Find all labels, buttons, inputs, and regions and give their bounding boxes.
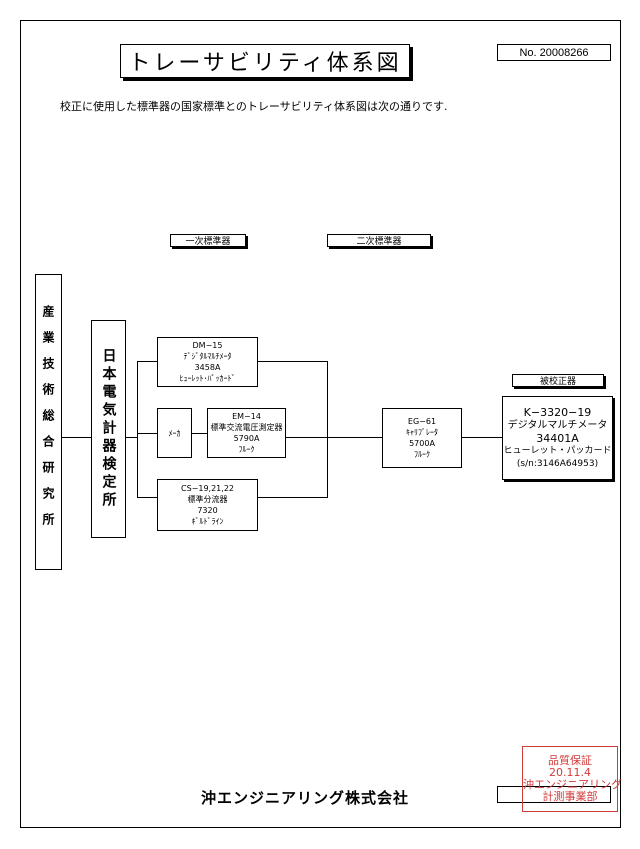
connector-to-maker [137, 433, 157, 434]
stamp-line-4: 計測事業部 [542, 790, 598, 803]
node-em14: EM−14 標準交流電圧測定器 5790A ﾌﾙｰｸ [207, 408, 286, 458]
dm15-model: 3458A [194, 363, 221, 372]
node-maker: ﾒｰｶ [157, 408, 192, 458]
node-target-device: K−3320−19 デジタルマルチメータ 34401A ヒューレット・パッカード… [502, 396, 613, 480]
eg61-maker: ﾌﾙｰｸ [414, 450, 430, 459]
connector-aist-jemic [62, 437, 91, 438]
primary-standard-header: 一次標準器 [170, 234, 246, 247]
connector-secondary-trunk [327, 361, 328, 498]
cs19-model: 7320 [197, 506, 218, 515]
dm15-id: DM−15 [192, 341, 223, 350]
stamp-line-1: 品質保証 [548, 754, 592, 767]
eg61-type: ｷｬﾘﾌﾞﾚｰﾀ [406, 428, 438, 437]
node-aist: 産業技術総合研究所 [35, 274, 62, 570]
cs19-id: CS−19,21,22 [181, 484, 234, 493]
connector-dm15-right [258, 361, 328, 362]
em14-id: EM−14 [232, 412, 261, 421]
connector-to-eg61 [286, 437, 382, 438]
target-id: K−3320−19 [523, 405, 592, 419]
dm15-type: ﾃﾞｼﾞﾀﾙﾏﾙﾁﾒｰﾀ [183, 352, 232, 361]
connector-primary-trunk [137, 361, 138, 498]
company-name: 沖エンジニアリング株式会社 [200, 789, 409, 807]
quality-stamp: 品質保証 20.11.4 沖エンジニアリング 計測事業部 [522, 746, 622, 812]
target-model: 34401A [536, 431, 579, 445]
connector-to-dm15 [137, 361, 157, 362]
eg61-model: 5700A [409, 439, 435, 448]
cs19-type: 標準分流器 [187, 495, 228, 504]
node-eg61: EG−61 ｷｬﾘﾌﾞﾚｰﾀ 5700A ﾌﾙｰｸ [382, 408, 462, 468]
dm15-maker: ﾋｭｰﾚｯﾄ･ﾊﾟｯｶｰﾄﾞ [179, 374, 236, 383]
target-type: デジタルマルチメータ [507, 419, 608, 431]
em14-model: 5790A [233, 434, 260, 443]
secondary-standard-header: 二次標準器 [327, 234, 431, 247]
document-number: No. 20008266 [497, 44, 611, 61]
stamp-line-3: 沖エンジニアリング [523, 778, 622, 791]
department-box [497, 786, 611, 803]
node-dm15: DM−15 ﾃﾞｼﾞﾀﾙﾏﾙﾁﾒｰﾀ 3458A ﾋｭｰﾚｯﾄ･ﾊﾟｯｶｰﾄﾞ [157, 337, 258, 387]
node-jemic: 日本電気計器検定所 [91, 320, 126, 538]
stamp-line-2: 20.11.4 [549, 766, 591, 779]
em14-maker: ﾌﾙｰｸ [238, 445, 255, 454]
document-frame [20, 20, 621, 828]
intro-text: 校正に使用した標準器の国家標準とのトレーサビリティ体系図は次の通りです. [60, 100, 448, 113]
connector-jemic-trunk [126, 437, 137, 438]
target-serial: (s/n:3146A64953) [516, 458, 599, 469]
em14-type: 標準交流電圧測定器 [210, 423, 283, 432]
document-title: トレーサビリティ体系図 [120, 44, 410, 78]
connector-cs19-right [258, 497, 328, 498]
eg61-id: EG−61 [407, 417, 437, 426]
cs19-maker: ｷﾞﾙﾄﾞﾗｲﾝ [191, 517, 224, 526]
node-cs19: CS−19,21,22 標準分流器 7320 ｷﾞﾙﾄﾞﾗｲﾝ [157, 479, 258, 531]
target-maker: ヒューレット・パッカード [503, 445, 612, 456]
connector-to-cs19 [137, 497, 157, 498]
calibrated-device-header: 被校正器 [512, 374, 604, 387]
connector-eg61-target [462, 437, 502, 438]
connector-maker-em14 [192, 433, 207, 434]
